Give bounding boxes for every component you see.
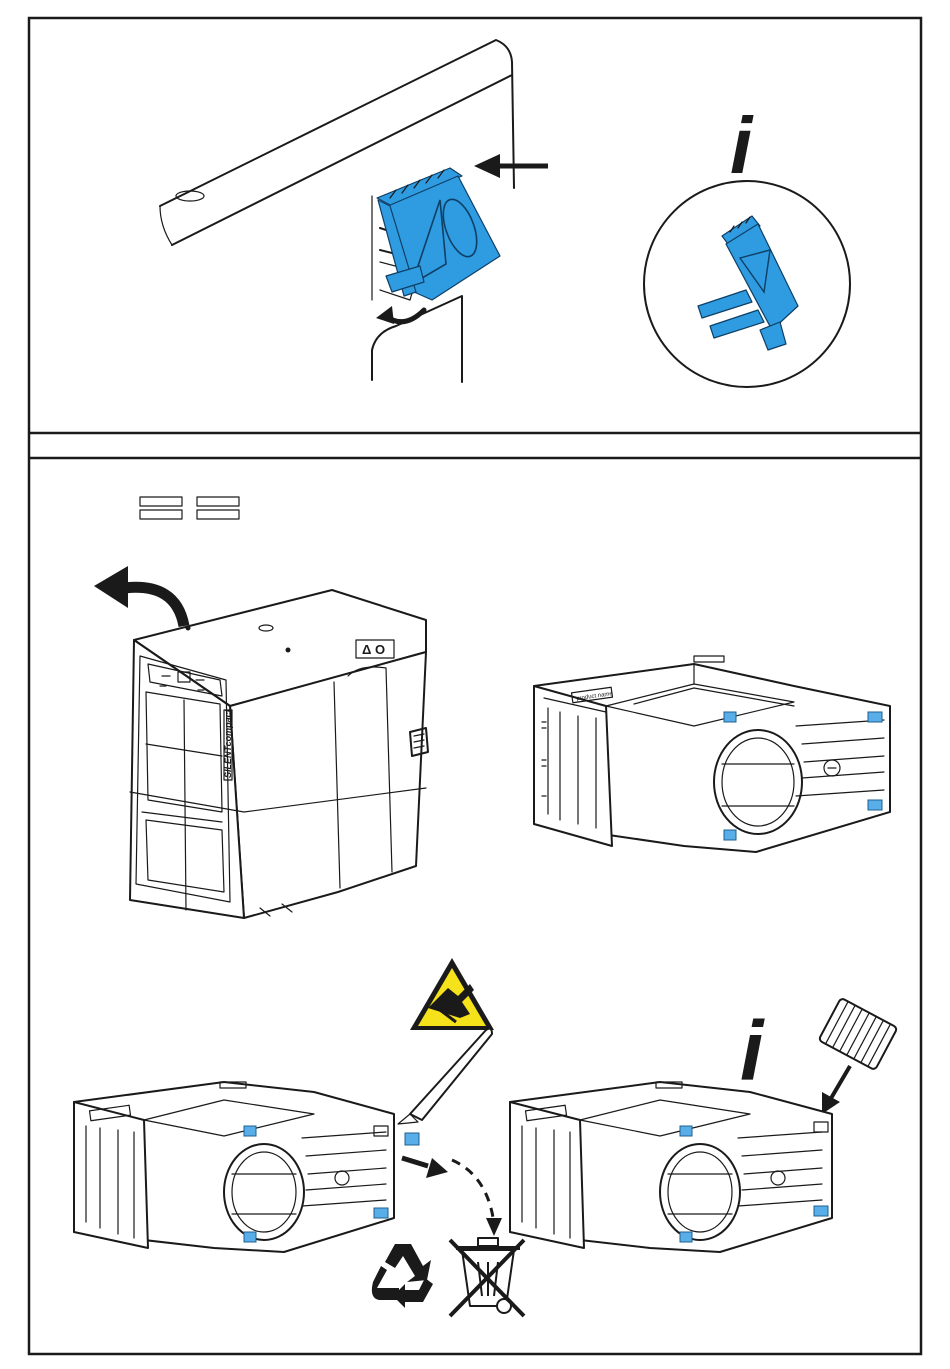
printer-brand-label: SILENTcompact [223, 708, 233, 778]
top-panel: i [160, 40, 850, 387]
remove-cover-arrow [94, 566, 184, 626]
bottom-panel: SILENTcompact Δ O product name [74, 497, 898, 1316]
printer-large: SILENTcompact Δ O [130, 590, 428, 918]
detail-magnifier-circle [644, 181, 850, 387]
print-module-open: product name [534, 656, 890, 852]
screw-insert-arrow [822, 1066, 850, 1114]
info-icon: i [740, 1004, 765, 1098]
dispose-arrow [402, 1158, 502, 1236]
print-module-lower-left [74, 1082, 394, 1252]
info-icon: i [730, 101, 754, 190]
rotate-arrow [376, 306, 424, 324]
knurled-screw-icon [818, 998, 897, 1070]
hand-crush-warning-icon [410, 958, 494, 1030]
recycle-icon [372, 1244, 433, 1308]
snap-in-cover-part [377, 168, 500, 300]
quantity-symbols [140, 497, 239, 519]
cover-symbols-label: Δ O [362, 642, 385, 657]
crossed-out-bin-icon [450, 1238, 524, 1316]
print-module-lower-right [510, 1082, 832, 1252]
utility-knife-icon [398, 1029, 492, 1124]
removed-tab [405, 1133, 419, 1145]
insert-direction-arrow [474, 154, 548, 178]
